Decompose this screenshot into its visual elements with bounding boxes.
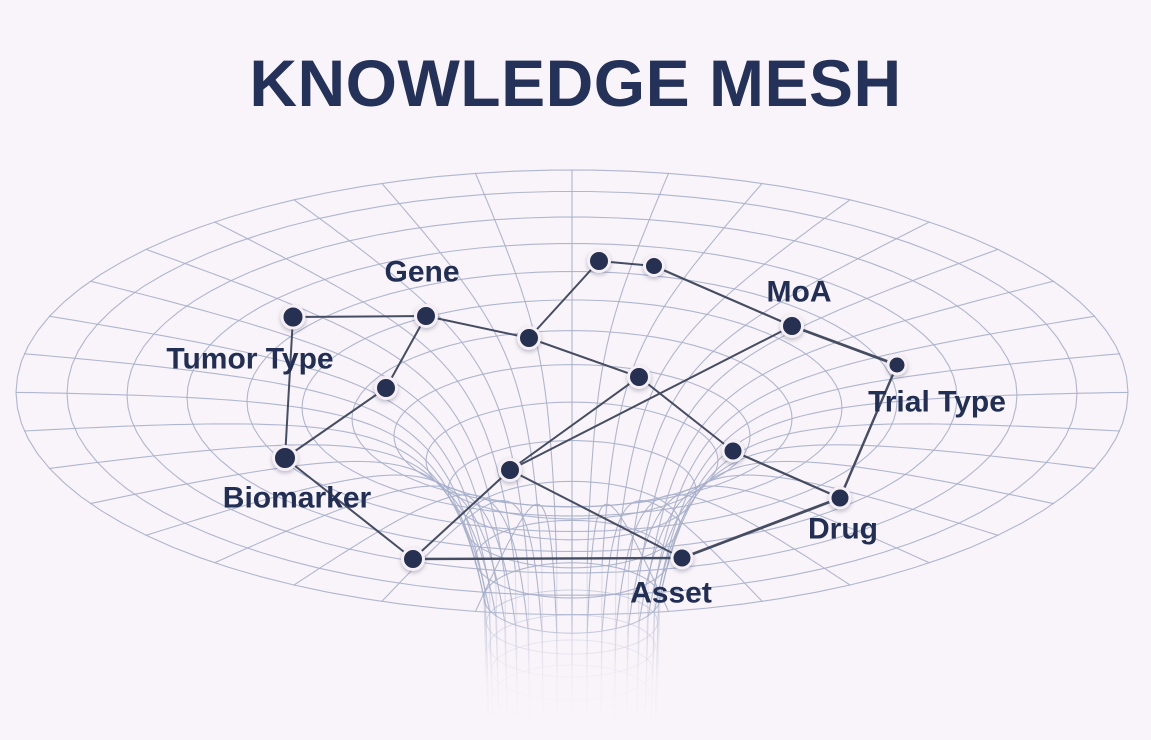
mesh-spoke: [601, 182, 763, 566]
mesh-spoke: [381, 500, 543, 632]
mesh-spoke: [638, 248, 999, 576]
mesh-spoke: [48, 315, 490, 587]
edge-tumor-type-gene: [292, 315, 427, 318]
mesh-spoke: [15, 391, 485, 599]
edge-mid-top-center: [528, 337, 640, 378]
node-lower-center: [498, 458, 522, 482]
mesh-spoke: [145, 248, 506, 576]
mesh-spoke: [381, 182, 543, 566]
mesh-spoke: [654, 315, 1096, 587]
edge-asset-drug: [680, 496, 842, 560]
mesh-spoke: [628, 485, 930, 626]
node-right-mid: [721, 439, 745, 463]
edge-trial-type-drug: [838, 363, 899, 500]
mesh-spoke: [89, 460, 497, 617]
node-top-right: [643, 255, 665, 277]
node-asset: [670, 546, 694, 570]
edge-top-right-moa: [652, 264, 794, 328]
mesh-spoke: [89, 280, 497, 581]
mesh-spoke: [658, 423, 1121, 605]
node-top: [587, 249, 611, 273]
node-trial-type: [886, 354, 908, 376]
mesh-spoke: [293, 199, 529, 569]
mesh-spoke: [638, 474, 999, 622]
edge-center-right-mid: [638, 376, 734, 452]
mesh-spoke: [23, 353, 486, 593]
mesh-spoke: [293, 493, 529, 630]
mesh-spoke: [647, 460, 1055, 617]
edge-tumor-type-biomarker: [284, 316, 294, 459]
edge-right-mid-drug: [731, 449, 842, 500]
mesh-spoke: [647, 280, 1055, 581]
edge-lower-center-asset: [509, 469, 683, 559]
mesh-spoke: [214, 485, 516, 626]
node-label-drug: Drug: [808, 513, 878, 546]
graph-nodes: [272, 249, 908, 571]
node-label-trial-type: Trial Type: [868, 386, 1006, 419]
node-label-biomarker: Biomarker: [223, 482, 372, 515]
node-center: [627, 365, 651, 389]
node-moa: [780, 314, 804, 338]
node-gene: [414, 304, 438, 328]
node-mid-top: [517, 326, 541, 350]
node-label-moa: MoA: [767, 276, 832, 309]
edge-bottom-left-asset: [411, 556, 684, 561]
node-label-gene: Gene: [384, 256, 459, 289]
mesh-spoke: [658, 353, 1121, 593]
mesh-spoke: [628, 221, 930, 572]
mesh-spoke: [654, 444, 1096, 611]
edge-mid-top-top: [528, 260, 600, 339]
mesh-spoke: [474, 503, 558, 634]
page-title: KNOWLEDGE MESH: [249, 46, 902, 120]
node-drug: [828, 486, 852, 510]
edge-gene-sub-biomarker: [284, 387, 387, 459]
graph-edges: [284, 260, 899, 561]
mesh-spoke: [615, 493, 851, 630]
edge-moa-trial-type: [790, 324, 899, 367]
mesh-spoke: [145, 474, 506, 622]
mesh-spoke: [615, 199, 851, 569]
edge-gene-mid-top: [425, 315, 530, 339]
mesh-spoke: [601, 500, 763, 632]
node-bottom-left: [401, 547, 425, 571]
mesh-spoke: [586, 172, 670, 564]
node-biomarker: [272, 445, 298, 471]
node-gene-sub: [374, 376, 398, 400]
node-tumor-type: [280, 304, 306, 330]
node-label-asset: Asset: [630, 577, 712, 610]
mesh-spoke: [214, 221, 516, 572]
edge-lower-center-moa: [509, 325, 793, 471]
mesh-spoke: [23, 423, 486, 605]
funnel-fade-overlay: [0, 604, 1151, 740]
edge-lower-center-bottom-left: [412, 469, 511, 560]
mesh-spoke: [659, 391, 1129, 599]
edge-biomarker-bottom-left: [284, 457, 414, 560]
edge-center-lower-center: [509, 376, 640, 471]
edge-gene-gene-sub: [385, 315, 427, 389]
node-label-tumor-type: Tumor Type: [166, 343, 333, 376]
